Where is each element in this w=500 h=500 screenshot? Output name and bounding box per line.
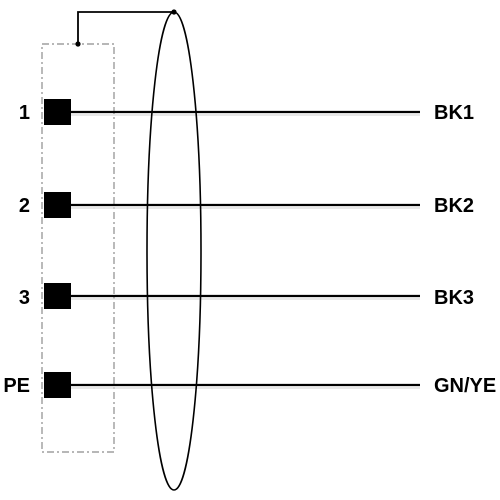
pin-contact-pe bbox=[44, 372, 71, 398]
pin-row-1: 1 BK1 bbox=[19, 99, 474, 125]
pin-label-1: 1 bbox=[19, 102, 30, 124]
drain-junction-dot-housing bbox=[75, 41, 81, 47]
wire-label-pe: GN/YE bbox=[434, 375, 496, 397]
pin-label-3: 3 bbox=[19, 287, 30, 309]
wire-label-2: BK2 bbox=[434, 195, 474, 217]
pin-row-pe: PE GN/YE bbox=[3, 372, 496, 398]
pin-contact-3 bbox=[44, 283, 71, 309]
pin-row-3: 3 BK3 bbox=[19, 283, 474, 309]
pin-label-2: 2 bbox=[19, 195, 30, 217]
pin-label-pe: PE bbox=[3, 375, 30, 397]
pin-contact-1 bbox=[44, 99, 71, 125]
pin-row-2: 2 BK2 bbox=[19, 192, 474, 218]
cable-shield-ellipse bbox=[146, 11, 202, 491]
pin-contact-2 bbox=[44, 192, 71, 218]
shield-drain-wire bbox=[77, 11, 174, 44]
wire-label-3: BK3 bbox=[434, 287, 474, 309]
wire-label-1: BK1 bbox=[434, 102, 474, 124]
